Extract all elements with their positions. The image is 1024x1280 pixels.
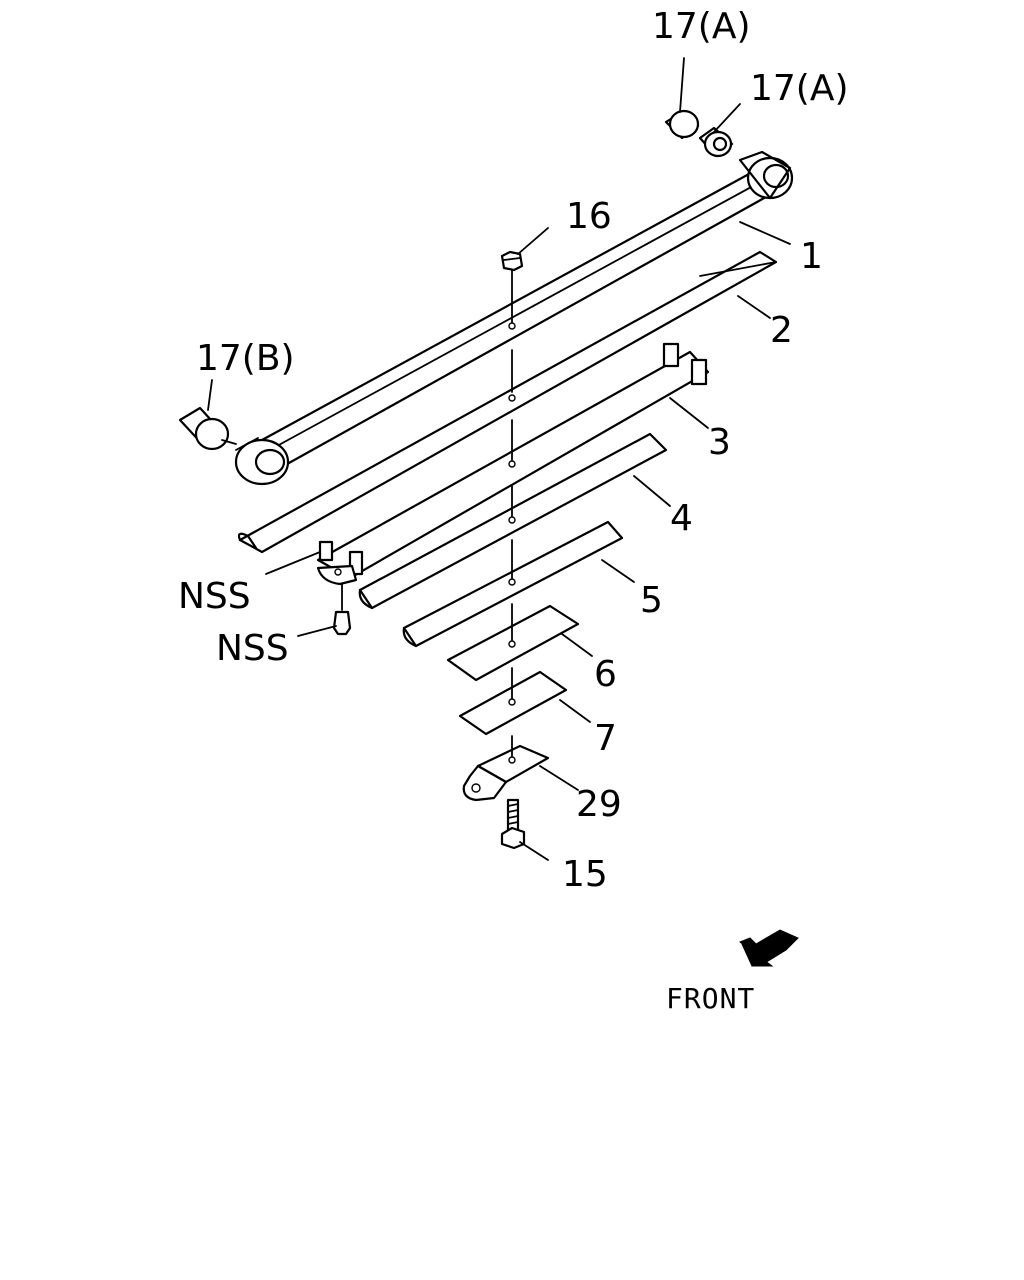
leaf-1-main: [234, 150, 794, 486]
callout-nss-lower: NSS: [216, 628, 289, 669]
callout-nss-upper: NSS: [178, 576, 251, 617]
callout-1: 1: [800, 236, 823, 277]
callout-17a-top: 17(A): [652, 6, 751, 47]
callout-2: 2: [770, 310, 793, 351]
bolt-15: [500, 798, 526, 850]
callout-6: 6: [594, 654, 617, 695]
callout-4: 4: [670, 498, 693, 539]
center-bolt-axis: [508, 269, 516, 764]
bracket-29: [462, 744, 550, 802]
nss-pin: [332, 583, 352, 636]
leader-lines: [207, 57, 791, 861]
callout-16: 16: [566, 196, 612, 237]
callout-17b: 17(B): [196, 338, 295, 379]
nut-16: [500, 250, 524, 272]
arrow-down-left-icon: [738, 929, 799, 967]
callout-3: 3: [708, 422, 731, 463]
leaf-2: [237, 250, 778, 554]
callout-7: 7: [594, 718, 617, 759]
front-direction-label: FRONT: [666, 982, 755, 1015]
bushing-17b: [178, 406, 237, 451]
bushing-17a-top: [664, 109, 700, 140]
callout-15: 15: [562, 854, 608, 895]
bushing-17a-mid: [698, 126, 734, 158]
callout-5: 5: [640, 580, 663, 621]
callout-17a-mid: 17(A): [750, 68, 849, 109]
callout-29: 29: [576, 784, 622, 825]
